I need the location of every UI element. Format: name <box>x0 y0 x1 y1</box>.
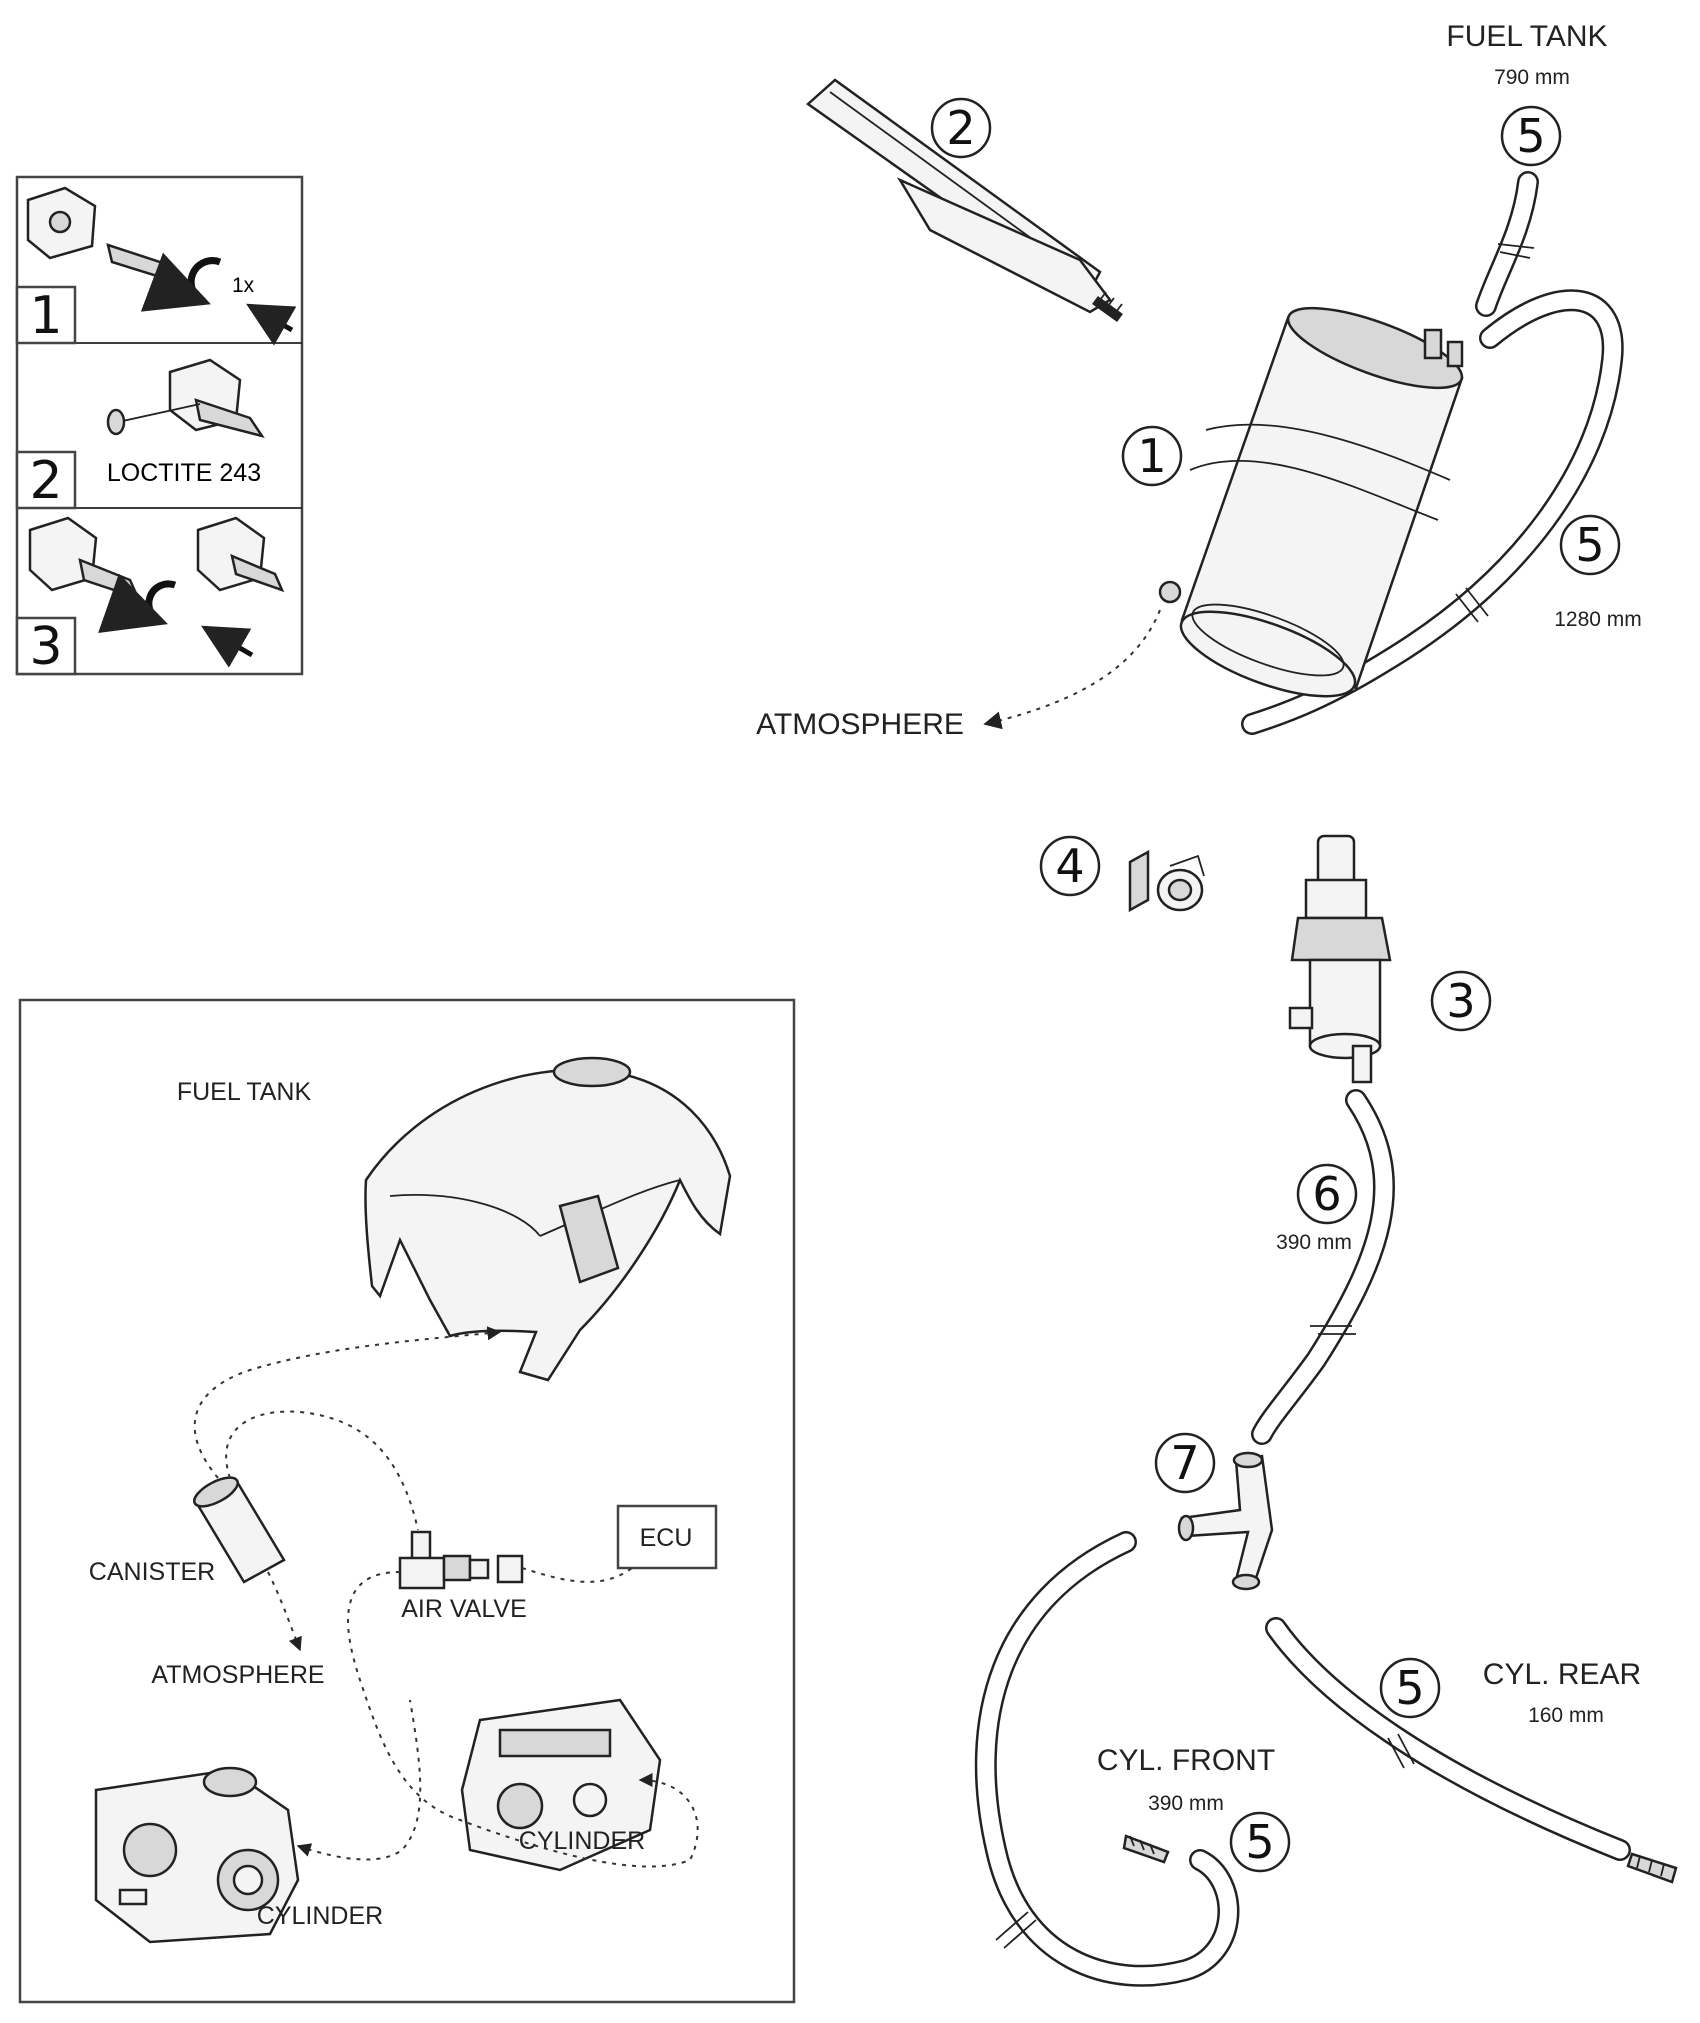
hose-5-front <box>974 1531 1240 1987</box>
step-3-number: 3 <box>29 617 62 677</box>
label-length-390-hose6: 390 mm <box>1276 1231 1352 1254</box>
label-fuel-tank-top: FUEL TANK <box>1446 20 1607 53</box>
inset-cylinder-right <box>460 1698 662 1872</box>
svg-text:5: 5 <box>1395 1661 1424 1715</box>
inset-ecu: ECU <box>616 1504 718 1570</box>
label-cyl-rear: CYL. REAR <box>1483 1658 1641 1691</box>
inset-cylinder-left <box>94 1766 300 1944</box>
label-length-1280: 1280 mm <box>1554 608 1642 631</box>
svg-text:6: 6 <box>1312 1167 1341 1221</box>
label-cyl-front: CYL. FRONT <box>1097 1744 1275 1777</box>
part-3-air-valve <box>1288 834 1392 1084</box>
step-instructions-panel: 1 1x 2 LOCTITE 243 3 <box>15 175 304 677</box>
inset-schematic-panel: FUEL TANK CANISTER AIR VALVE ECU <box>18 998 796 2004</box>
callout-5-rear: 5 <box>1379 1657 1441 1719</box>
part-7-t-piece <box>1177 1451 1274 1591</box>
inset-canister <box>193 1476 286 1584</box>
callout-5-front: 5 <box>1229 1811 1291 1873</box>
callout-6: 6 <box>1296 1163 1358 1225</box>
callout-5-long: 5 <box>1559 514 1621 576</box>
inset-fuel-tank <box>364 1056 732 1382</box>
callout-4: 4 <box>1039 835 1101 897</box>
svg-text:3: 3 <box>1446 974 1475 1028</box>
step-1: 1 1x <box>15 186 297 346</box>
svg-text:5: 5 <box>1516 109 1545 163</box>
callout-3: 3 <box>1430 970 1492 1032</box>
svg-text:1: 1 <box>1137 429 1166 483</box>
inset-label-canister: CANISTER <box>89 1558 215 1586</box>
svg-text:2: 2 <box>946 101 975 155</box>
svg-text:7: 7 <box>1170 1436 1199 1490</box>
part-1-canister <box>1158 306 1464 698</box>
svg-text:5: 5 <box>1245 1815 1274 1869</box>
svg-text:5: 5 <box>1575 518 1604 572</box>
step-1-number: 1 <box>29 286 62 346</box>
hose-5-rear <box>1265 1617 1631 1861</box>
step-2-loctite: LOCTITE 243 <box>107 459 261 487</box>
inset-label-cylinder-right: CYLINDER <box>519 1827 645 1855</box>
label-length-390-front: 390 mm <box>1148 1792 1224 1815</box>
callout-7: 7 <box>1154 1432 1216 1494</box>
inset-label-air-valve: AIR VALVE <box>401 1595 527 1623</box>
label-length-160: 160 mm <box>1528 1704 1604 1727</box>
svg-text:ECU: ECU <box>640 1524 693 1552</box>
callout-2: 2 <box>930 97 992 159</box>
step-2: 2 LOCTITE 243 <box>15 358 265 511</box>
callout-1: 1 <box>1121 425 1183 487</box>
label-length-790: 790 mm <box>1494 66 1570 89</box>
inset-label-atmosphere: ATMOSPHERE <box>151 1661 324 1689</box>
part-2-vent-fitting <box>805 78 1123 323</box>
nozzle-rear <box>1626 1852 1678 1884</box>
label-atmosphere: ATMOSPHERE <box>756 708 964 741</box>
callout-5-top: 5 <box>1500 105 1562 167</box>
hose-5-tank <box>1475 171 1539 317</box>
part-4-clip <box>1128 849 1205 913</box>
step-3: 3 <box>15 516 285 677</box>
nozzle-front <box>1122 1834 1170 1864</box>
inset-label-cylinder-left: CYLINDER <box>257 1902 383 1930</box>
step-2-number: 2 <box>29 451 62 511</box>
inset-label-fuel-tank: FUEL TANK <box>177 1078 312 1106</box>
inset-air-valve <box>398 1530 524 1590</box>
svg-text:4: 4 <box>1055 839 1084 893</box>
step-1-turns: 1x <box>232 274 255 297</box>
hose-6 <box>1251 1089 1395 1445</box>
